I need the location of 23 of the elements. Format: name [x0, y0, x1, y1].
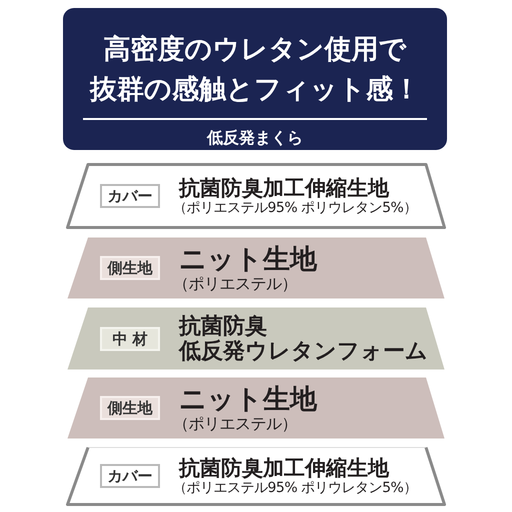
subtitle: 低反発まくら — [207, 127, 303, 149]
layer-band — [66, 376, 446, 440]
headline-panel — [63, 8, 447, 150]
material-name: 抗菌防臭 — [179, 314, 267, 338]
material-name: 抗菌防臭加工伸縮生地 — [179, 456, 389, 480]
layer-tag: カバー — [100, 464, 160, 488]
layer-tag: 側生地 — [100, 396, 160, 420]
layer-tag: カバー — [100, 184, 160, 208]
material-name: 抗菌防臭加工伸縮生地 — [179, 176, 389, 200]
layer-band — [66, 163, 446, 229]
material-name: 低反発ウレタンフォーム — [179, 338, 428, 364]
layer-band — [66, 306, 446, 371]
material-composition: （ポリエステル） — [173, 414, 297, 432]
material-composition: （ポリエステル） — [173, 274, 297, 292]
layer-band — [66, 236, 446, 300]
layer-tag: 中 材 — [100, 327, 160, 351]
headline: 高密度のウレタン使用で抜群の感触とフィット感！ — [88, 33, 421, 107]
material-composition: （ポリエステル95% ポリウレタン5%） — [173, 200, 417, 216]
layer-tag: 側生地 — [100, 256, 160, 280]
material-name: ニット生地 — [179, 384, 317, 414]
layer-band — [66, 446, 446, 506]
material-composition: （ポリエステル95% ポリウレタン5%） — [173, 480, 417, 496]
material-name: ニット生地 — [179, 244, 317, 274]
